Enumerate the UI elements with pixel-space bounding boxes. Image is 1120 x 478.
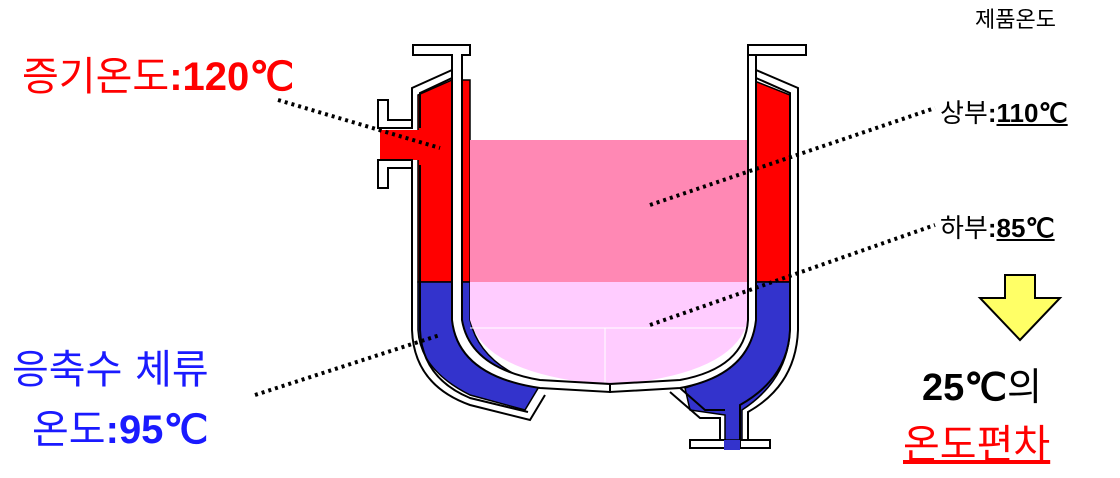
outer-wall-left-inner bbox=[419, 77, 529, 413]
inner-wall-right bbox=[609, 44, 807, 394]
leader-upper bbox=[649, 106, 936, 207]
leader-condensate bbox=[254, 333, 441, 397]
drain-blue bbox=[724, 440, 740, 450]
product-lower bbox=[470, 282, 748, 385]
lower-label: 하부 bbox=[940, 214, 988, 244]
leader-steam bbox=[277, 98, 441, 150]
nozzle-flange-bottom bbox=[377, 159, 413, 189]
upper-value: 110℃ bbox=[996, 98, 1068, 128]
steam-value: 120℃ bbox=[182, 55, 295, 99]
steam-temp-label: 증기온도:120℃ bbox=[22, 54, 295, 100]
leader-lower bbox=[649, 223, 936, 327]
condensate-temp-label: 온도:95℃ bbox=[32, 407, 209, 453]
outer-wall-left bbox=[411, 69, 546, 422]
steam-label: 증기온도 bbox=[22, 54, 170, 100]
lower-value: 85℃ bbox=[996, 213, 1055, 243]
outer-wall-right bbox=[739, 69, 799, 440]
down-arrow-icon bbox=[977, 274, 1063, 342]
lower-temp-label: 하부:85℃ bbox=[940, 213, 1055, 244]
temp-delta-particle: 의 bbox=[1006, 365, 1042, 409]
condensate-label: 온도 bbox=[32, 407, 106, 453]
product-temp-header: 제품온도 bbox=[975, 8, 1056, 33]
upper-temp-label: 상부:110℃ bbox=[940, 98, 1068, 129]
outer-wall-right-bottom bbox=[669, 387, 725, 440]
nozzle-flange-top bbox=[377, 99, 413, 129]
drain-left bbox=[689, 439, 726, 449]
temp-delta-line: 25℃의 bbox=[922, 368, 1042, 407]
condensate-value: 95℃ bbox=[118, 408, 209, 452]
drain-right bbox=[739, 439, 771, 449]
temp-delta: 25℃ bbox=[922, 367, 1007, 409]
temp-deviation-caption: 온도편차 bbox=[903, 422, 1051, 468]
product-upper bbox=[470, 140, 748, 282]
upper-label: 상부 bbox=[940, 99, 988, 129]
condensate-line1: 응축수 체류 bbox=[12, 347, 209, 393]
